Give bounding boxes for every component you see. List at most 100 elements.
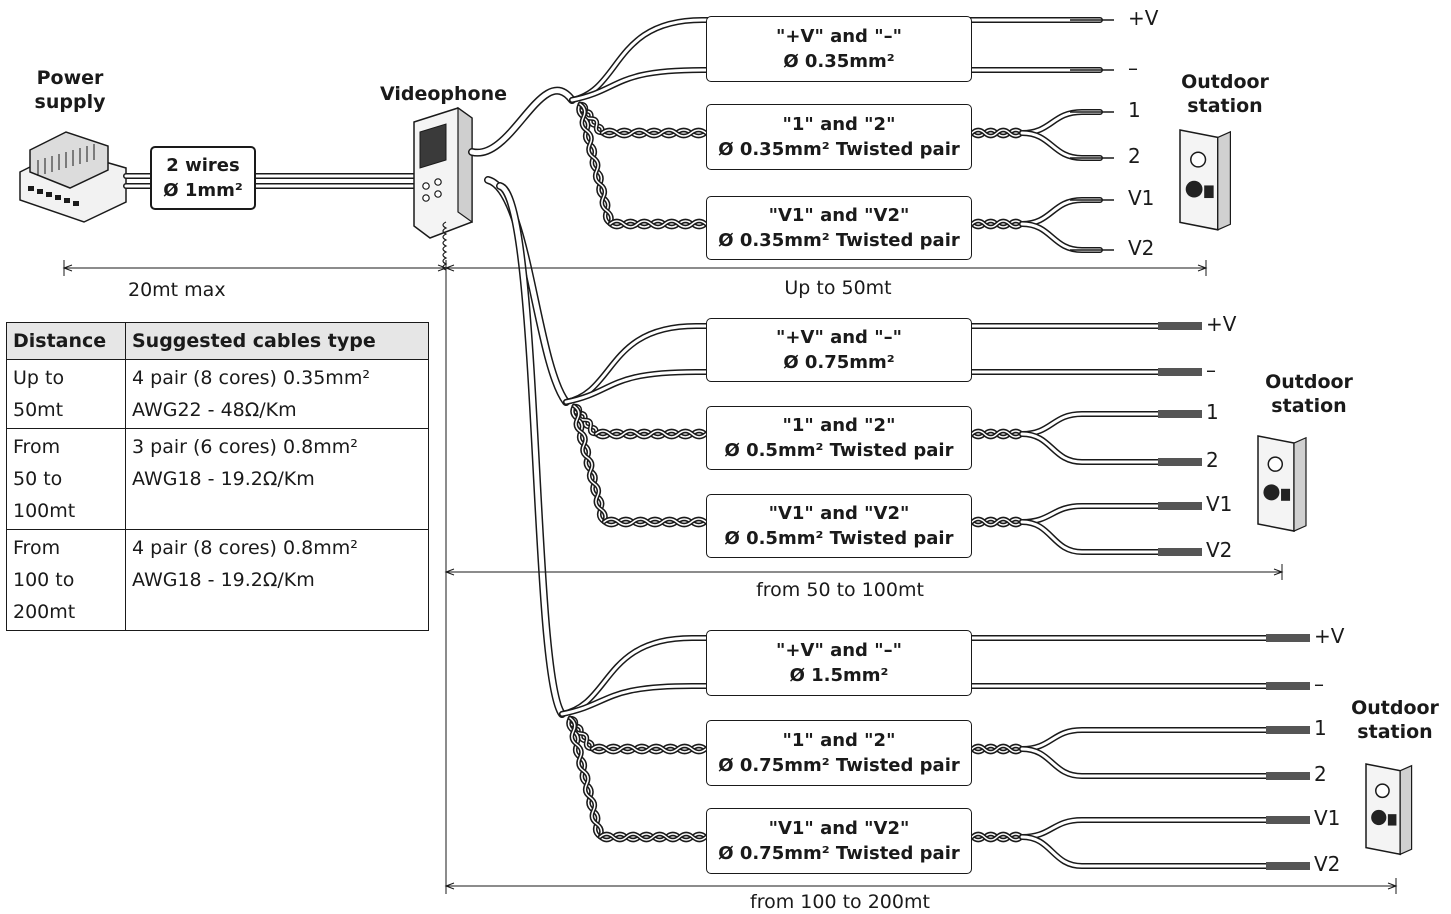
cable-group-2-wire-terminal <box>1158 548 1202 556</box>
cable-group-3-wire-label-0: +V <box>1314 624 1345 648</box>
cable-group-1-wire-label-4: V1 <box>1128 186 1155 210</box>
cable-group-2-wire-label-4: V1 <box>1206 492 1233 516</box>
table-cell-line: From <box>13 537 61 559</box>
cable-box-line: "V1" and "V2" <box>768 205 910 226</box>
table-cell-line: 3 pair (6 cores) 0.8mm² <box>132 436 358 458</box>
outdoor-station-3-device-camera <box>1375 783 1390 799</box>
table-cell-line: AWG22 - 48Ω/Km <box>132 399 297 421</box>
videophone-label: Videophone <box>380 83 508 105</box>
table-cell-line: 100mt <box>13 500 76 522</box>
outdoor-station-2-device <box>1257 435 1295 532</box>
cable-group-3-cable-box-1: "+V" and "–"Ø 1.5mm² <box>706 630 972 696</box>
cable-group-2-signal-wire-outline <box>1019 519 1191 555</box>
cable-group-1-twist-down-1-a-core <box>577 103 611 225</box>
cable-group-2-wire-terminal <box>1158 502 1202 510</box>
outdoor-station-1-label-line: station <box>1187 95 1263 117</box>
cable-group-2-wire-terminal <box>1158 410 1202 418</box>
cable-group-3-twist-down-1-b-core <box>569 717 603 838</box>
dim-group2-arrow <box>1273 568 1284 576</box>
cable-group-2-twist-in-0-b-core <box>595 430 707 438</box>
outdoor-station-3-device-speaker <box>1371 809 1387 826</box>
table-cell-line: AWG18 - 19.2Ω/Km <box>132 468 315 490</box>
cable-group-3-twist-in-0-b-core <box>591 745 707 753</box>
power-supply-label-line: Power <box>36 67 104 89</box>
cable-group-3-wire-terminal <box>1266 816 1310 824</box>
cable-group-3-signal-wire-core <box>1020 747 1298 778</box>
outdoor-station-1-device-camera <box>1190 151 1207 168</box>
cable-group-2-twist-out-0-b-core <box>971 430 1023 438</box>
cable-group-2-wire-terminal <box>1158 322 1202 330</box>
cable-box-line: "V1" and "V2" <box>768 503 910 524</box>
cable-group-1-wire-label-1: – <box>1128 56 1138 80</box>
cable-box-line: Ø 0.35mm² Twisted pair <box>718 230 960 251</box>
table-header-cell: Suggested cables type <box>125 322 429 360</box>
cable-group-3-wire-label-2: 1 <box>1314 716 1327 740</box>
cable-box-line: Ø 0.75mm² <box>783 352 895 373</box>
cable-group-2-wire-label-3: 2 <box>1206 448 1219 472</box>
distance-power-label: 20mt max <box>128 279 226 301</box>
cable-group-3-wire-label-1: – <box>1314 672 1324 696</box>
power-supply-label-line: supply <box>34 91 106 113</box>
cable-group-3-wire-label-3: 2 <box>1314 762 1327 786</box>
cable-group-2-signal-wire-core <box>1020 432 1190 464</box>
power-supply-device-terminal <box>55 195 61 200</box>
distance-group2-label: from 50 to 100mt <box>756 579 924 601</box>
table-cell-line: 50 to <box>13 468 63 490</box>
outdoor-station-1-label-line: Outdoor <box>1181 71 1269 93</box>
cable-group-2-twist-down-1-a-core <box>571 405 605 523</box>
table-cell-cable: 3 pair (6 cores) 0.8mm² AWG18 - 19.2Ω/Km <box>125 428 429 530</box>
table-header-cell: Distance <box>6 322 126 360</box>
outdoor-station-2-device-side <box>1293 436 1307 532</box>
cable-group-1-twist-out-0-b-core <box>971 129 1023 137</box>
cable-box-line: Ø 1.5mm² <box>789 665 889 686</box>
cable-box-line: "1" and "2" <box>782 415 896 436</box>
outdoor-station-3-device-side <box>1399 764 1413 856</box>
power-wires-line: Ø 1mm² <box>163 180 243 201</box>
cable-box-line: Ø 0.75mm² Twisted pair <box>718 843 960 864</box>
videophone-device-button <box>422 194 430 202</box>
distance-group3-label: from 100 to 200mt <box>750 891 930 913</box>
dim-group3-arrow <box>1387 882 1398 890</box>
cable-group-1-wire-label-2: 1 <box>1128 98 1141 122</box>
outdoor-station-1-device <box>1179 129 1219 231</box>
cable-group-3-wire-label-4: V1 <box>1314 806 1341 830</box>
cable-group-3-wire-terminal <box>1266 862 1310 870</box>
outdoor-station-2-device-button <box>1281 488 1291 501</box>
cable-box-line: "+V" and "–" <box>776 26 902 47</box>
videophone-device-button <box>434 178 442 186</box>
videophone-device-side <box>457 106 473 224</box>
cable-group-1-signal-wire-outline <box>1019 130 1103 161</box>
outdoor-station-2-device-speaker <box>1263 484 1280 501</box>
outdoor-station-1-device-button <box>1204 185 1214 199</box>
cable-group-2-wire-label-1: – <box>1206 358 1216 382</box>
distance-group1-label: Up to 50mt <box>784 277 892 299</box>
cable-group-1-cable-box-3: "V1" and "V2" Ø 0.35mm² Twisted pair <box>706 196 972 260</box>
table-cell-line: 50mt <box>13 399 64 421</box>
videophone-device-handset-cord <box>442 221 448 271</box>
outdoor-station-2-label-line: Outdoor <box>1265 371 1353 393</box>
cable-group-2-cable-box-3: "V1" and "V2"Ø 0.5mm² Twisted pair <box>706 494 972 558</box>
cable-group-3-wire-terminal <box>1266 682 1310 690</box>
power-supply-device-terminal <box>64 198 70 203</box>
cable-group-3-power-wire-core <box>560 684 1298 716</box>
cable-group-1-cable-box-1: "+V" and "–" Ø 0.35mm² <box>706 16 972 82</box>
cable-group-2-cable-box-1: "+V" and "–"Ø 0.75mm² <box>706 318 972 382</box>
outdoor-station-3-label-line: Outdoor <box>1351 697 1439 719</box>
cable-group-3-wire-terminal <box>1266 772 1310 780</box>
cable-group-3-twist-down-1-a-core <box>567 717 601 838</box>
table-cell-line: 200mt <box>13 601 76 623</box>
cable-box-line: Ø 0.35mm² <box>783 51 895 72</box>
cable-group-1-cable-box-2: "1" and "2"Ø 0.35mm² Twisted pair <box>706 104 972 170</box>
